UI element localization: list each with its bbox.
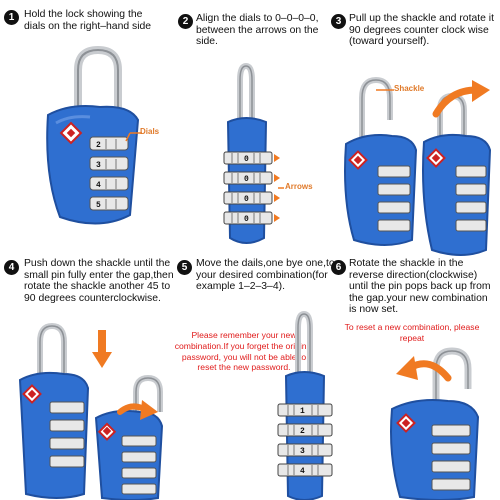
- svg-text:0: 0: [244, 155, 249, 164]
- step-4-lock-illustration-b: [94, 374, 164, 500]
- step-2-lock-illustration: 0 0 0 0: [223, 62, 284, 244]
- step-3-text: Pull up the shackle and rotate it 90 deg…: [349, 13, 494, 47]
- alignment-arrows-icon: [274, 154, 280, 222]
- curved-arrow-icon: [117, 400, 158, 420]
- remember-combination-warning: Please remember your new combination.If …: [174, 330, 314, 373]
- tsa-diamond-icon: [59, 121, 83, 145]
- svg-text:3: 3: [300, 447, 305, 456]
- step-1-lock-illustration: 2 3 4 5: [46, 45, 142, 225]
- svg-text:1: 1: [300, 407, 305, 416]
- svg-text:4: 4: [300, 467, 305, 476]
- step-4-lock-illustration-a: [18, 322, 90, 499]
- step-3-lock-illustration-b: [422, 92, 492, 256]
- step-2-dials: 0 0 0 0: [223, 151, 273, 225]
- shackle-pointer: [376, 89, 394, 91]
- svg-text:3: 3: [96, 161, 101, 170]
- svg-text:5: 5: [96, 201, 101, 210]
- step-6-lock-illustration: [390, 347, 480, 500]
- shackle-callout: Shackle: [394, 84, 425, 93]
- step-1-dials: 2 3 4 5: [89, 136, 129, 211]
- step-1-text: Hold the lock showing the dials on the r…: [24, 9, 152, 32]
- curved-arrow-icon: [396, 356, 452, 382]
- curved-arrow-icon: [432, 80, 490, 118]
- svg-text:0: 0: [244, 215, 249, 224]
- svg-text:2: 2: [300, 427, 305, 436]
- tsa-diamond-icon: [426, 148, 446, 168]
- step-4-text: Push down the shackle until the small pi…: [24, 258, 174, 304]
- step-4-number: 4: [4, 260, 19, 275]
- step-5-number: 5: [177, 260, 192, 275]
- down-arrow-icon: [92, 330, 112, 368]
- svg-text:4: 4: [96, 181, 101, 190]
- tsa-diamond-icon: [348, 150, 368, 170]
- step-6-number: 6: [331, 260, 346, 275]
- tsa-diamond-icon: [97, 422, 117, 441]
- step-3-number: 3: [331, 14, 346, 29]
- dials-callout: Dials: [140, 127, 160, 136]
- svg-text:0: 0: [244, 175, 249, 184]
- step-3-lock-illustration-a: [344, 76, 418, 246]
- svg-text:2: 2: [96, 141, 101, 150]
- tsa-diamond-icon: [22, 384, 42, 404]
- arrows-callout: Arrows: [285, 182, 313, 191]
- reset-combination-note: To reset a new combination, please repea…: [344, 322, 480, 343]
- step-5-lock-illustration: 1 2 3 4: [277, 310, 333, 500]
- svg-text:0: 0: [244, 195, 249, 204]
- tsa-diamond-icon: [396, 413, 416, 433]
- step-2-text: Align the dials to 0–0–0–0, between the …: [196, 13, 319, 47]
- step-6-text: Rotate the shackle in the reverse direct…: [349, 258, 491, 315]
- step-2-number: 2: [178, 14, 193, 29]
- step-1-number: 1: [4, 10, 19, 25]
- step-5-text: Move the dails,one bye one,to your desir…: [196, 258, 335, 292]
